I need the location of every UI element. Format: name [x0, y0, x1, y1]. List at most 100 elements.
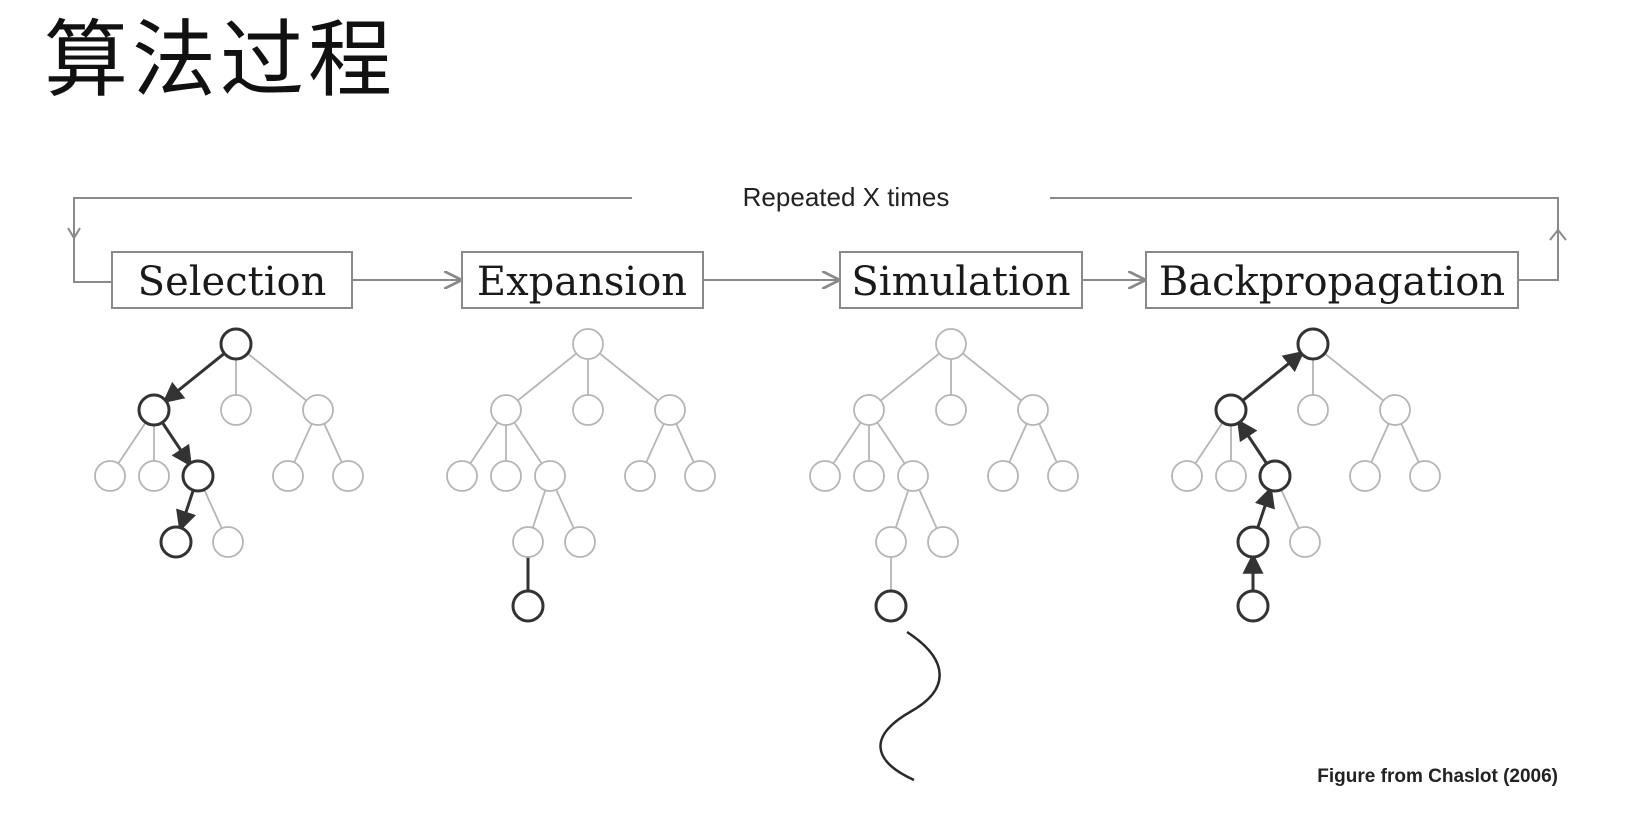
tree-edge [517, 352, 577, 402]
tree-edge [1254, 486, 1275, 529]
tree-node [159, 525, 193, 559]
tree-node [534, 460, 566, 492]
tree-node [874, 589, 908, 623]
tree-node [684, 460, 716, 492]
tree-node [181, 459, 215, 493]
tree-node [137, 393, 171, 427]
stage-boxes [111, 251, 1519, 309]
tree-node [1215, 460, 1247, 492]
tree-node [490, 394, 522, 426]
tree-edge [1008, 423, 1028, 463]
tree-selection [94, 327, 364, 559]
tree-edge [876, 421, 906, 465]
tree-edge [1370, 423, 1390, 463]
stage-label-backpropagation: Backpropagation [1159, 259, 1505, 305]
tree-edge [161, 421, 193, 468]
tree-node [1296, 327, 1330, 361]
tree-node [572, 328, 604, 360]
tree-node [1236, 525, 1270, 559]
loop-right-up-arrow [1549, 228, 1567, 241]
stage-box-selection [111, 251, 353, 309]
tree-edge [555, 489, 575, 529]
tree-node [564, 526, 596, 558]
loop-label: Repeated X times [743, 182, 950, 212]
loop-left-segment [73, 197, 632, 236]
simulation-rollout-squiggle [879, 630, 941, 782]
stage-box-backpropagation [1145, 251, 1519, 309]
tree-node [1258, 459, 1292, 493]
slide-title: 算法过程 [44, 11, 397, 109]
stage-label-simulation: Simulation [851, 259, 1070, 305]
tree-node [1297, 394, 1329, 426]
tree-node [220, 394, 252, 426]
tree-edge [1194, 421, 1224, 465]
tree-edge [293, 423, 313, 463]
tree-edge [117, 421, 147, 465]
tree-node [212, 526, 244, 558]
tree-edge [832, 421, 862, 465]
loop-right-segment [1050, 197, 1559, 281]
tree-node [1409, 460, 1441, 492]
tree-edge [599, 352, 659, 402]
tree-edge [675, 423, 695, 463]
tree-edge [962, 352, 1022, 402]
tree-backpropagation [1171, 327, 1441, 623]
tree-edge [176, 489, 197, 532]
tree-node [654, 394, 686, 426]
repeat-loop-frame [67, 197, 1567, 283]
tree-edge [918, 489, 938, 529]
tree-simulation [809, 328, 1079, 623]
tree-edge [531, 489, 547, 529]
tree-edge [323, 423, 343, 463]
tree-edge [469, 421, 499, 465]
tree-node [446, 460, 478, 492]
tree-node [1214, 393, 1248, 427]
tree-edge [880, 352, 940, 402]
tree-node [1171, 460, 1203, 492]
tree-node [935, 328, 967, 360]
stage-label-selection: Selection [138, 259, 327, 305]
tree-node [809, 460, 841, 492]
tree-edge [247, 352, 307, 402]
tree-edge [1324, 352, 1384, 402]
tree-node [490, 460, 522, 492]
tree-node [897, 460, 929, 492]
tree-edge [1236, 418, 1268, 465]
tree-node [853, 460, 885, 492]
tree-node [1289, 526, 1321, 558]
tree-node [1379, 394, 1411, 426]
tree-edge [162, 352, 226, 404]
tree-node [927, 526, 959, 558]
tree-edge [1038, 423, 1058, 463]
tree-node [987, 460, 1019, 492]
tree-node [853, 394, 885, 426]
tree-node [572, 394, 604, 426]
tree-node [935, 394, 967, 426]
tree-node [302, 394, 334, 426]
figure-credit: Figure from Chaslot (2006) [1317, 766, 1558, 787]
tree-node [511, 589, 545, 623]
tree-edge [1241, 350, 1305, 402]
tree-edge [1400, 423, 1420, 463]
tree-node [1047, 460, 1079, 492]
tree-edge [203, 489, 223, 529]
loop-left-entry [73, 238, 112, 283]
tree-expansion [446, 328, 716, 623]
tree-edge [1280, 489, 1300, 529]
stage-box-expansion [461, 251, 704, 309]
tree-node [219, 327, 253, 361]
tree-node [272, 460, 304, 492]
tree-node [875, 526, 907, 558]
tree-edge [645, 423, 665, 463]
tree-node [138, 460, 170, 492]
tree-node [512, 526, 544, 558]
tree-edge [894, 489, 910, 529]
tree-node [1236, 589, 1270, 623]
tree-node [332, 460, 364, 492]
tree-node [624, 460, 656, 492]
stage-label-expansion: Expansion [477, 259, 687, 305]
tree-node [1017, 394, 1049, 426]
tree-node [1349, 460, 1381, 492]
tree-edge [513, 421, 543, 465]
